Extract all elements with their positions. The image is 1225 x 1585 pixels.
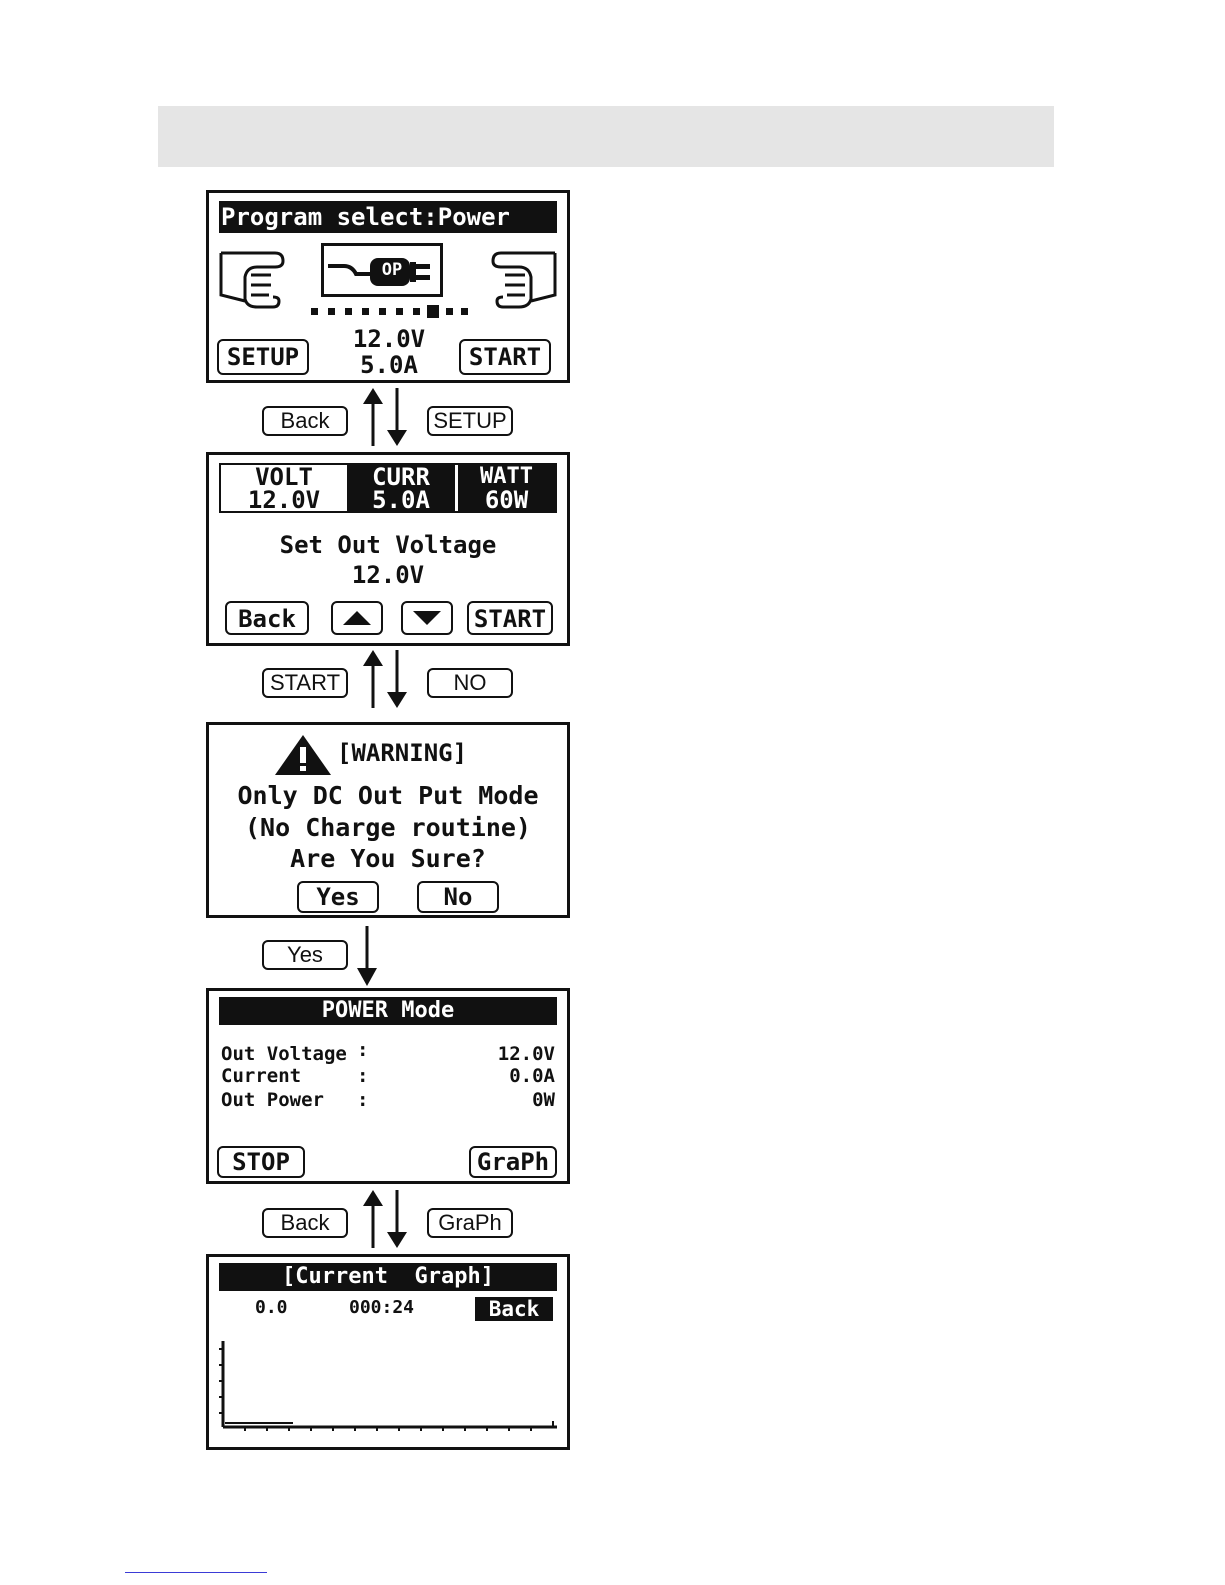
current-graph-screen: [Current Graph] 0.0 000:24 Back — [206, 1254, 570, 1450]
power-readings: Out Voltage : 12.0V Current : 0.0A Out P… — [221, 1039, 555, 1111]
tab-watt-label: WATT — [480, 464, 533, 489]
yes-button[interactable]: Yes — [297, 881, 379, 913]
up-down-arrows — [363, 650, 407, 708]
tab-curr-label: CURR — [372, 463, 430, 491]
reading-separator: : — [357, 1089, 369, 1111]
decrease-button[interactable] — [401, 601, 453, 635]
flow-back-button: Back — [262, 1208, 348, 1238]
tab-watt-value: 60W — [484, 486, 529, 514]
setup-voltage-screen: VOLT 12.0V CURR 5.0A WATT 60W Set Out Vo… — [206, 452, 570, 646]
start-button[interactable]: START — [459, 339, 551, 375]
setup-button[interactable]: SETUP — [217, 339, 309, 375]
graph-elapsed-time: 000:24 — [349, 1297, 415, 1318]
warning-screen: [WARNING] Only DC Out Put Mode (No Charg… — [206, 722, 570, 918]
tab-watt[interactable]: WATT 60W — [458, 464, 555, 514]
hand-right-icon[interactable] — [487, 245, 559, 313]
current-graph-plot — [219, 1341, 557, 1431]
down-arrow — [357, 926, 377, 986]
section-header-bar — [158, 106, 1054, 167]
triangle-down-icon — [413, 611, 441, 625]
graph-button[interactable]: GraPh — [469, 1146, 557, 1178]
increase-button[interactable] — [331, 601, 383, 635]
screen-title: POWER Mode — [219, 997, 557, 1025]
reading-value: 0.0A — [509, 1065, 555, 1087]
start-button[interactable]: START — [467, 601, 553, 635]
screen-title: [Current Graph] — [219, 1263, 557, 1291]
tab-curr[interactable]: CURR 5.0A — [347, 463, 455, 514]
plug-label: OP — [381, 260, 403, 280]
flow-start-button: START — [262, 668, 348, 698]
back-button[interactable]: Back — [475, 1297, 553, 1321]
flow-graph-button: GraPh — [427, 1208, 513, 1238]
power-mode-screen: POWER Mode Out Voltage : 12.0V Current :… — [206, 988, 570, 1184]
tab-curr-value: 5.0A — [372, 486, 430, 514]
parameter-tabs: VOLT 12.0V CURR 5.0A WATT 60W — [219, 463, 557, 513]
back-button[interactable]: Back — [225, 601, 309, 635]
reading-row: Out Voltage : 12.0V — [221, 1039, 555, 1065]
reading-row: Out Power : 0W — [221, 1089, 555, 1111]
graph-reading: 0.0 — [255, 1297, 288, 1318]
tab-divider — [455, 465, 458, 511]
power-plug-icon: OP — [321, 243, 443, 297]
set-voltage-prompt: Set Out Voltage — [279, 531, 497, 559]
flow-back-button: Back — [262, 406, 348, 436]
program-page-indicator — [311, 305, 468, 318]
program-voltage: 12.0V — [352, 325, 426, 353]
flow-no-button: NO — [427, 668, 513, 698]
no-button[interactable]: No — [417, 881, 499, 913]
flow-yes-button: Yes — [262, 940, 348, 970]
stop-button[interactable]: STOP — [217, 1146, 305, 1178]
reading-value: 12.0V — [497, 1043, 555, 1065]
footnote-rule — [125, 1572, 267, 1573]
set-voltage-value: 12.0V — [351, 561, 425, 589]
reading-value: 0W — [532, 1089, 555, 1111]
reading-label: Current — [221, 1065, 302, 1087]
reading-label: Out Voltage — [221, 1043, 347, 1065]
tab-volt-label: VOLT — [255, 463, 313, 491]
up-down-arrows — [363, 388, 407, 446]
tab-volt-value: 12.0V — [247, 486, 321, 514]
flow-setup-button: SETUP — [427, 406, 513, 436]
warning-line-1: Only DC Out Put Mode — [237, 781, 539, 810]
tab-volt[interactable]: VOLT 12.0V — [221, 463, 347, 514]
warning-line-2: (No Charge routine) — [245, 813, 531, 842]
warning-line-3: Are You Sure? — [290, 844, 486, 873]
program-current: 5.0A — [360, 351, 418, 379]
reading-separator: : — [357, 1039, 369, 1061]
reading-label: Out Power — [221, 1089, 324, 1111]
program-select-screen: Program select:Power OP — [206, 190, 570, 383]
reading-separator: : — [357, 1065, 369, 1087]
warning-icon — [275, 735, 331, 775]
triangle-up-icon — [343, 611, 371, 625]
warning-title: [WARNING] — [337, 739, 468, 767]
screen-title: Program select:Power — [219, 201, 557, 233]
reading-row: Current : 0.0A — [221, 1065, 555, 1089]
hand-left-icon[interactable] — [217, 245, 289, 313]
up-down-arrows — [363, 1190, 407, 1248]
